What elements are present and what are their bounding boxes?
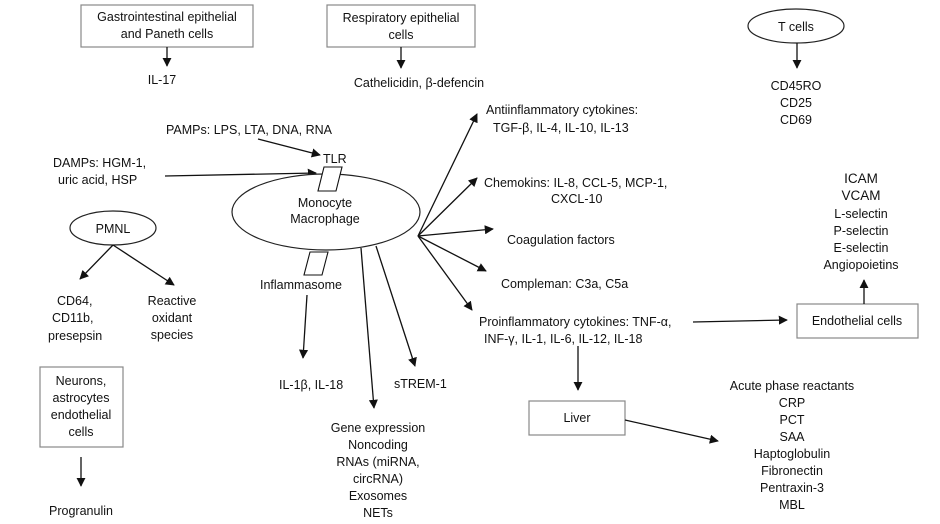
inflammasome-label: Inflammasome: [260, 278, 342, 292]
compleman-label: Compleman: C3a, C5a: [501, 277, 628, 291]
tcells-label: T cells: [778, 20, 814, 34]
gene-expression-arrow: [360, 247, 378, 409]
neurons-line-4: cells: [68, 425, 93, 439]
pamps-arrow: [257, 138, 321, 158]
tcell-marker-3: CD69: [780, 113, 812, 127]
damps-line-1: DAMPs: HGM-1,: [53, 156, 146, 170]
neurons-line-1: Neurons,: [56, 374, 107, 388]
gene-line-1: Gene expression: [331, 421, 426, 435]
adhesion-1: ICAM: [844, 171, 878, 186]
strem-label: sTREM-1: [394, 377, 447, 391]
gene-line-4: circRNA): [353, 472, 403, 486]
antiinflam-line-2: TGF-β, IL-4, IL-10, IL-13: [493, 121, 629, 135]
acute-title: Acute phase reactants: [730, 379, 854, 393]
proinflam-line-1: Proinflammatory cytokines: TNF-α,: [479, 315, 671, 329]
adhesion-6: Angiopoietins: [823, 258, 898, 272]
damps-line-2: uric acid, HSP: [58, 173, 137, 187]
liver-box: [528, 400, 626, 436]
tcell-marker-1: CD45RO: [771, 79, 822, 93]
acute-7: MBL: [779, 498, 805, 512]
resp-box-line-1: Respiratory epithelial: [343, 11, 460, 25]
acute-5: Fibronectin: [761, 464, 823, 478]
chemokins-line-1: Chemokins: IL-8, CCL-5, MCP-1,: [484, 176, 667, 190]
liver-label: Liver: [563, 411, 590, 425]
endothelial-box: [796, 303, 919, 339]
pmnl-right-2: oxidant: [152, 311, 193, 325]
gene-line-3: RNAs (miRNA,: [336, 455, 419, 469]
progranulin-label: Progranulin: [49, 504, 113, 518]
proinflam-arrow: [417, 235, 473, 311]
cathelicidin-label: Cathelicidin, β-defencin: [354, 76, 484, 90]
neurons-box: [39, 366, 124, 448]
inflammasome-receptor: [303, 251, 329, 276]
acute-6: Pentraxin-3: [760, 481, 824, 495]
gene-line-5: Exosomes: [349, 489, 407, 503]
adhesion-5: E-selectin: [834, 241, 889, 255]
monocyte-line-2: Macrophage: [290, 212, 360, 226]
acute-2: PCT: [780, 413, 805, 427]
resp-box-line-2: cells: [388, 28, 413, 42]
liver-to-acute-arrow: [624, 419, 719, 444]
antiinflam-line-1: Antiinflammatory cytokines:: [486, 103, 638, 117]
tlr-label: TLR: [323, 152, 347, 166]
acute-1: CRP: [779, 396, 805, 410]
adhesion-3: L-selectin: [834, 207, 888, 221]
neurons-line-2: astrocytes: [53, 391, 110, 405]
acute-3: SAA: [779, 430, 805, 444]
il1b-arrow: [298, 294, 309, 359]
gi-box-line-2: and Paneth cells: [121, 27, 213, 41]
gene-line-6: NETs: [363, 506, 393, 520]
gene-line-2: Noncoding: [348, 438, 408, 452]
coag-label: Coagulation factors: [507, 233, 615, 247]
strem-arrow: [375, 245, 417, 367]
chemokins-line-2: CXCL-10: [551, 192, 602, 206]
pmnl-right-arrow: [112, 244, 175, 286]
damps-arrow: [164, 168, 317, 178]
il17-label: IL-17: [148, 73, 177, 87]
tcell-marker-2: CD25: [780, 96, 812, 110]
monocyte-line-1: Monocyte: [298, 196, 352, 210]
gi-box-line-1: Gastrointestinal epithelial: [97, 10, 237, 24]
chemokins-arrow: [417, 177, 478, 237]
pmnl-right-3: species: [151, 328, 193, 342]
adhesion-4: P-selectin: [834, 224, 889, 238]
respiratory-epithelial-box: [326, 4, 476, 48]
pmnl-right-1: Reactive: [148, 294, 197, 308]
compleman-arrow: [417, 235, 487, 272]
tlr-receptor: [317, 166, 343, 192]
proinflam-to-endothelial-arrow: [692, 315, 788, 325]
gi-epithelial-box: [80, 4, 254, 48]
pmnl-label: PMNL: [96, 222, 131, 236]
proinflam-line-2: INF-γ, IL-1, IL-6, IL-12, IL-18: [484, 332, 642, 346]
tcells-ellipse: [747, 8, 845, 44]
acute-4: Haptoglobulin: [754, 447, 830, 461]
pamps-label: PAMPs: LPS, LTA, DNA, RNA: [166, 123, 333, 137]
pmnl-left-arrow: [79, 244, 114, 280]
il1b-label: IL-1β, IL-18: [279, 378, 343, 392]
endothelial-label: Endothelial cells: [812, 314, 902, 328]
antiinflam-arrow: [417, 113, 478, 237]
pmnl-left-1: CD64,: [57, 294, 92, 308]
pmnl-left-3: presepsin: [48, 329, 102, 343]
neurons-line-3: endothelial: [51, 408, 111, 422]
pmnl-left-2: CD11b,: [52, 311, 93, 325]
adhesion-2: VCAM: [841, 188, 880, 203]
coag-arrow: [417, 225, 494, 237]
